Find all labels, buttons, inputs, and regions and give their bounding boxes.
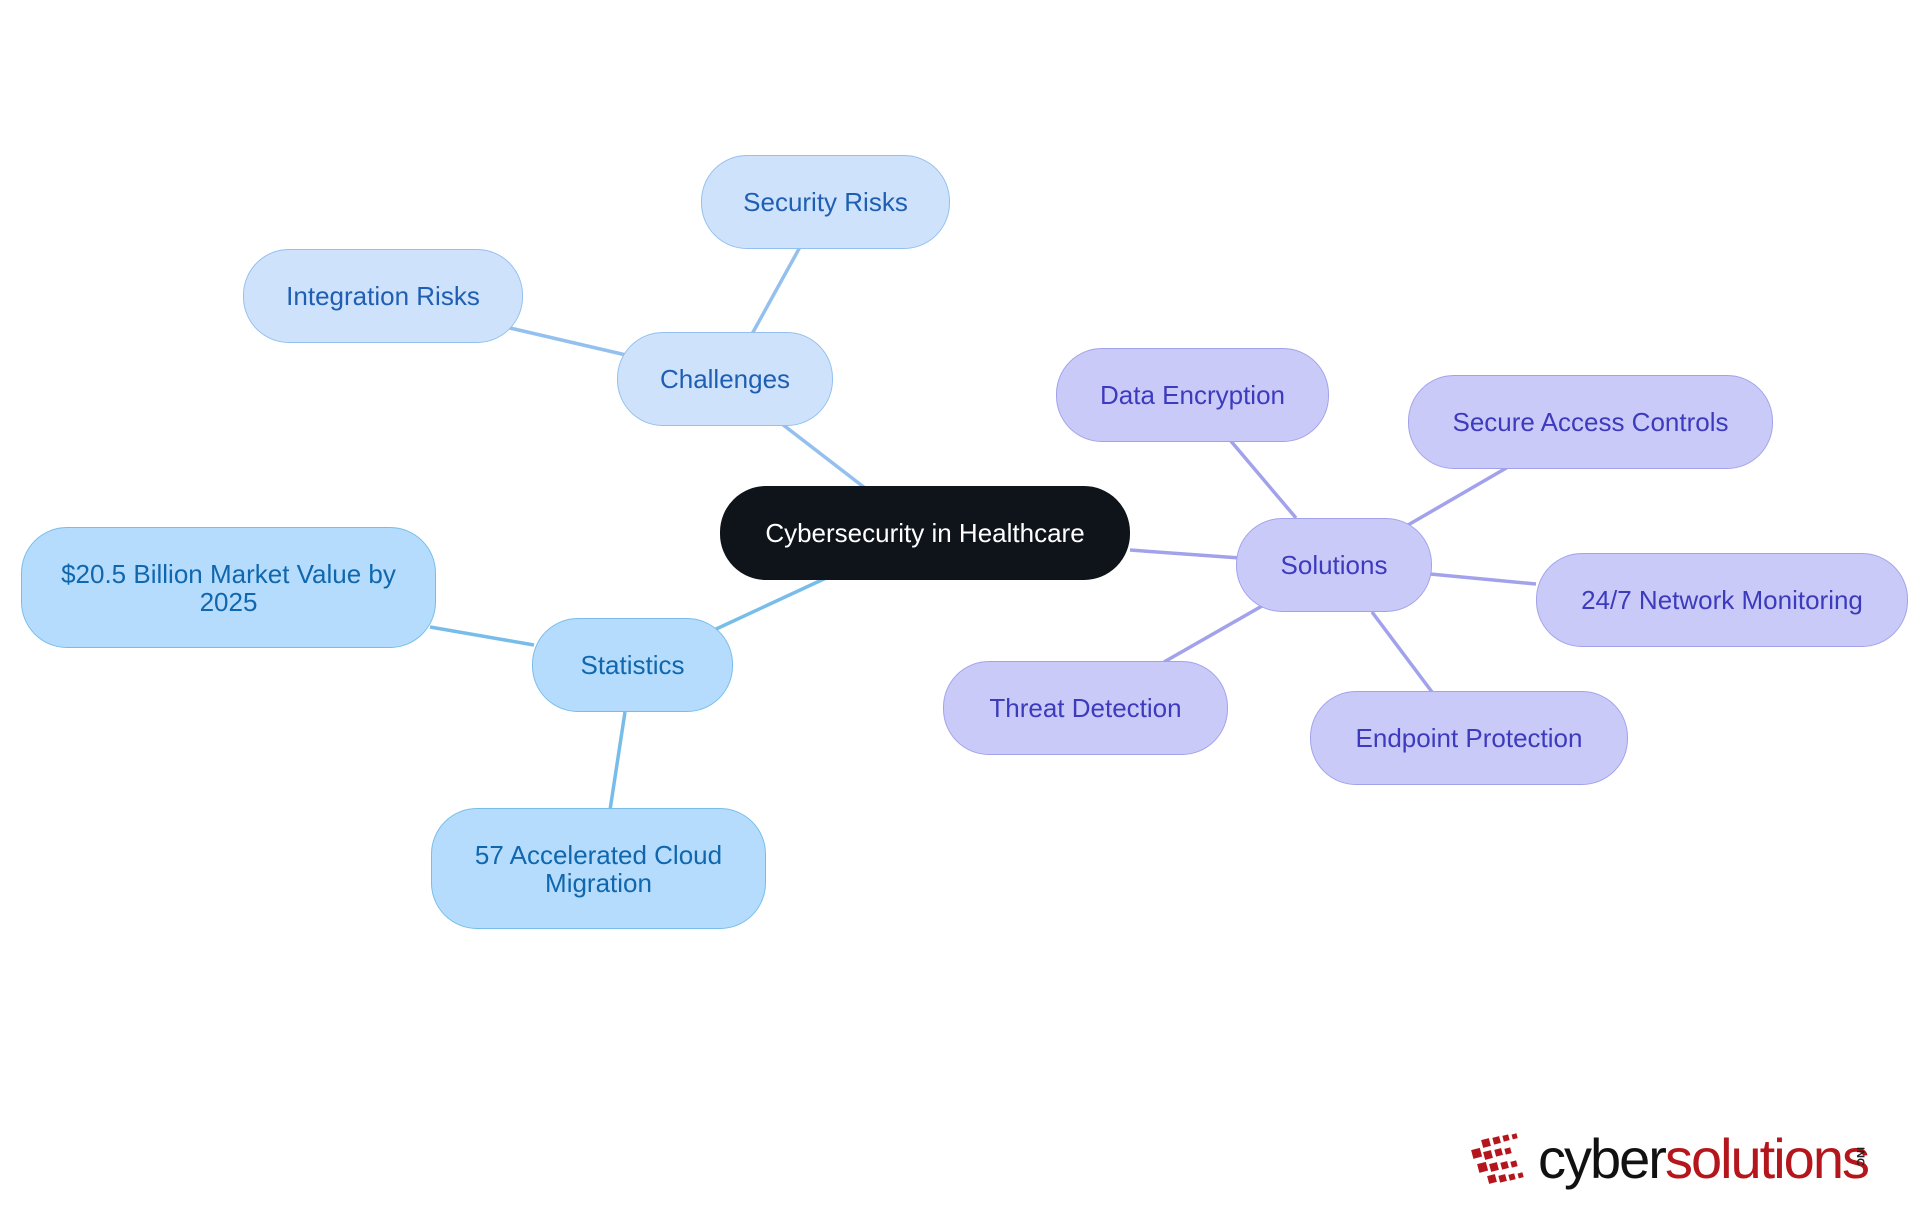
leaf-node-market-value: $20.5 Billion Market Value by 2025: [21, 527, 436, 648]
cybersolutions-logo: cybersolutions INC: [1466, 1125, 1876, 1195]
root-node: Cybersecurity in Healthcare: [720, 486, 1130, 580]
branch-node-solutions: Solutions: [1236, 518, 1432, 612]
leaf-node-cloud-migration: 57 Accelerated Cloud Migration: [431, 808, 766, 929]
link-challenges-integration-risks: [509, 326, 627, 357]
leaf-label-secure-access-controls: Secure Access Controls: [1452, 407, 1729, 437]
leaf-node-security-risks: Security Risks: [701, 155, 950, 249]
link-statistics-market-value: [429, 625, 535, 647]
leaf-label-market-value: $20.5 Billion Market Value by 2025: [61, 558, 396, 617]
leaf-label-network-monitoring: 24/7 Network Monitoring: [1581, 585, 1863, 615]
leaf-label-security-risks: Security Risks: [743, 187, 908, 217]
logo-mark-icon: [1471, 1133, 1524, 1184]
leaf-label-endpoint-protection: Endpoint Protection: [1355, 723, 1583, 753]
branch-label-solutions: Solutions: [1280, 550, 1388, 580]
logo-word-solutions: solutions: [1664, 1127, 1870, 1190]
root-label: Cybersecurity in Healthcare: [765, 518, 1085, 548]
leaf-node-secure-access-controls: Secure Access Controls: [1408, 375, 1773, 469]
link-root-challenges: [780, 422, 867, 490]
leaf-label-threat-detection: Threat Detection: [989, 693, 1182, 723]
leaf-node-integration-risks: Integration Risks: [243, 249, 523, 343]
leaf-label-cloud-migration: 57 Accelerated Cloud Migration: [474, 839, 723, 898]
link-solutions-endpoint-protection: [1370, 610, 1434, 694]
logo-wordmark: cybersolutions: [1538, 1127, 1870, 1190]
branch-label-challenges: Challenges: [659, 364, 791, 394]
branch-label-statistics: Statistics: [580, 650, 685, 680]
leaf-node-endpoint-protection: Endpoint Protection: [1310, 691, 1628, 785]
link-solutions-threat-detection: [1163, 604, 1263, 664]
leaf-node-network-monitoring: 24/7 Network Monitoring: [1536, 553, 1908, 647]
link-statistics-cloud-migration: [608, 711, 627, 811]
branch-node-challenges: Challenges: [617, 332, 833, 426]
link-solutions-secure-access: [1407, 465, 1509, 527]
leaf-node-data-encryption: Data Encryption: [1056, 348, 1329, 442]
leaf-label-integration-risks: Integration Risks: [286, 281, 480, 311]
logo-inc: INC: [1854, 1147, 1866, 1166]
leaf-node-threat-detection: Threat Detection: [943, 661, 1228, 755]
leaf-label-data-encryption: Data Encryption: [1100, 380, 1285, 410]
link-root-solutions: [1129, 548, 1241, 560]
link-solutions-network-monitoring: [1429, 572, 1537, 586]
link-solutions-data-encryption: [1228, 438, 1298, 520]
logo-word-cyber: cyber: [1538, 1127, 1667, 1190]
branch-node-statistics: Statistics: [532, 618, 733, 712]
link-challenges-security-risks: [750, 246, 802, 335]
link-root-statistics: [713, 576, 827, 632]
